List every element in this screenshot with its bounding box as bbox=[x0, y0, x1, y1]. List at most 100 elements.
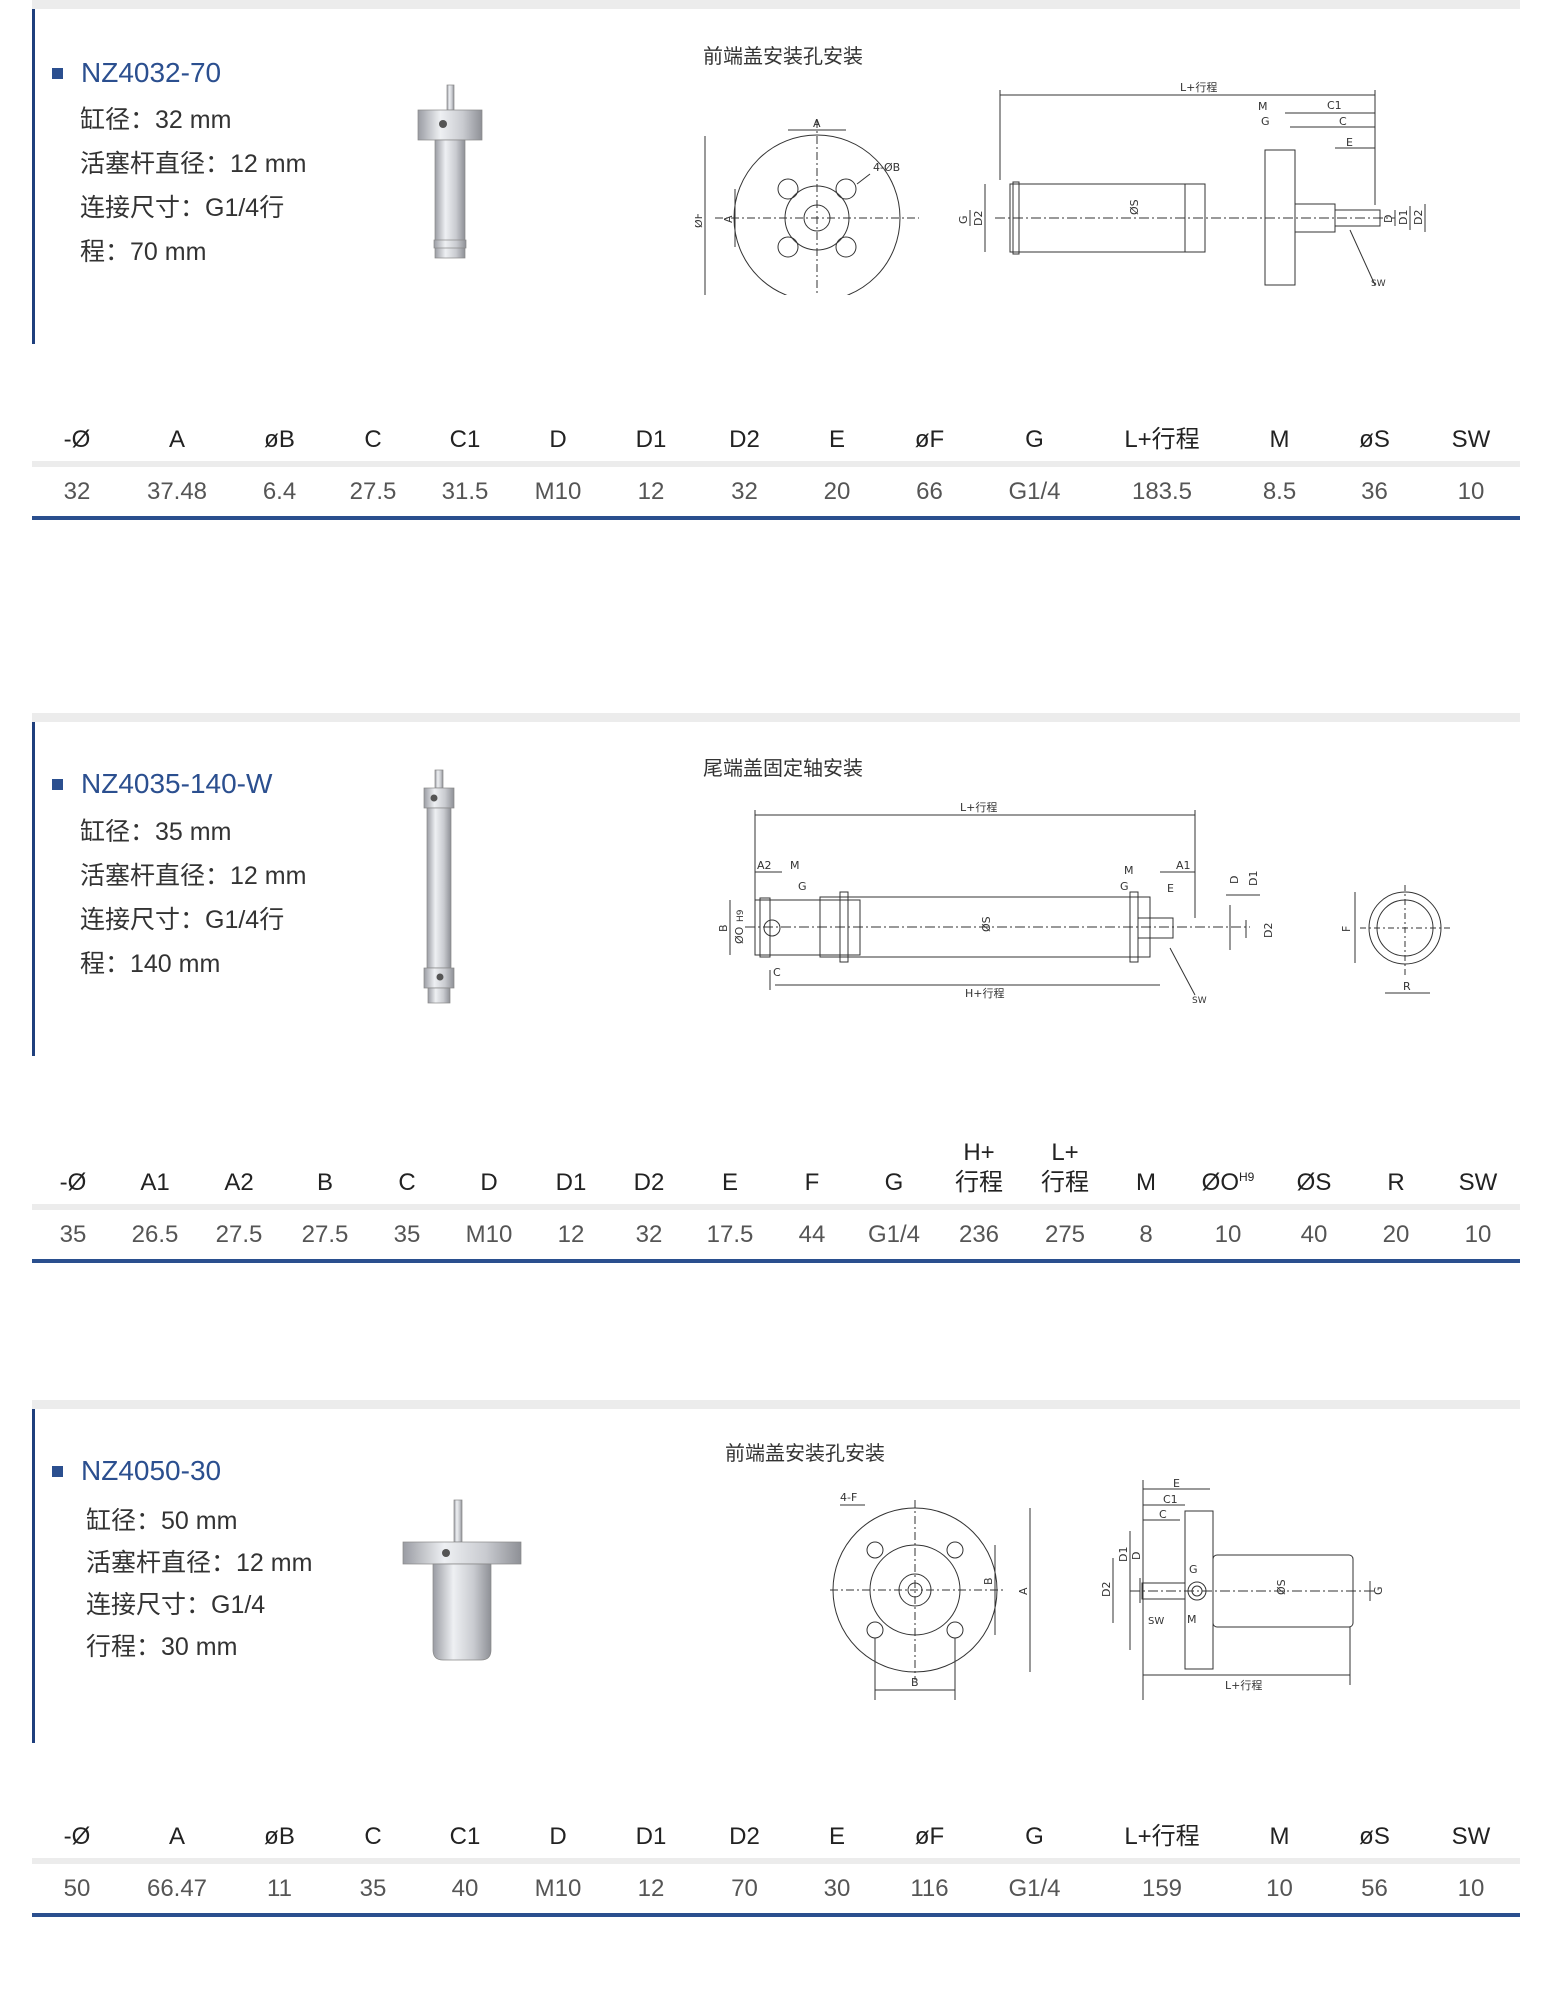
dim-label: ØO bbox=[733, 926, 746, 944]
col-header: -Ø bbox=[59, 1169, 87, 1196]
dim-label: 4-F bbox=[840, 1491, 857, 1504]
superscript: H9 bbox=[1239, 1170, 1255, 1184]
bullet-square bbox=[52, 67, 63, 79]
col-header: C bbox=[398, 1169, 416, 1196]
dim-label: C bbox=[1339, 115, 1347, 128]
col-header: M bbox=[1136, 1169, 1156, 1196]
section-divider bbox=[32, 713, 1520, 722]
col-header: A bbox=[168, 1823, 185, 1850]
table-cell: 20 bbox=[1356, 1204, 1436, 1263]
dim-label: C bbox=[773, 966, 781, 979]
dim-label: A bbox=[813, 117, 821, 130]
dimension-table: -Ø A øB C C1 D D1 D2 E øF G L+行程 M øS SW… bbox=[32, 1822, 1520, 1917]
col-header: -Ø bbox=[63, 1823, 91, 1850]
dim-label: D2 bbox=[1100, 1582, 1113, 1597]
col-header: ØOH9 bbox=[1201, 1169, 1255, 1196]
table-cell: 275 bbox=[1022, 1204, 1108, 1263]
dim-label: G bbox=[1120, 880, 1129, 893]
col-header: øS bbox=[1359, 426, 1390, 453]
col-header: A bbox=[168, 426, 185, 453]
dim-label: D2 bbox=[1262, 923, 1275, 938]
table-cell: 20 bbox=[792, 461, 882, 520]
col-header: -Ø bbox=[63, 426, 91, 453]
spec-line: 缸径：35 mm bbox=[80, 818, 232, 846]
dim-label: A bbox=[722, 215, 735, 223]
spec-line: 连接尺寸：G1/4 bbox=[86, 1591, 266, 1619]
dim-label: M bbox=[1187, 1613, 1197, 1626]
dim-label: G bbox=[957, 215, 970, 224]
table-cell: 36 bbox=[1327, 461, 1422, 520]
col-header: C bbox=[364, 1823, 382, 1850]
dim-label: D2 bbox=[1412, 210, 1425, 225]
dim-label: L+行程 bbox=[960, 801, 997, 814]
dim-label: C1 bbox=[1163, 1493, 1178, 1506]
col-header: G bbox=[884, 1169, 904, 1196]
dim-label: M bbox=[790, 859, 800, 872]
table-cell: 10 bbox=[1436, 1204, 1520, 1263]
table-cell: 40 bbox=[1272, 1204, 1356, 1263]
product-specs: 缸径：50 mm 活塞杆直径：12 mm 连接尺寸：G1/4 行程：30 mm bbox=[86, 1500, 312, 1668]
col-header: B bbox=[316, 1169, 333, 1196]
spec-line: 活塞杆直径：12 mm bbox=[80, 862, 307, 890]
dim-label: M bbox=[1124, 864, 1134, 877]
table-cell: 10 bbox=[1422, 461, 1520, 520]
spec-line: 缸径：32 mm bbox=[80, 106, 232, 134]
spec-line: 程：140 mm bbox=[80, 950, 221, 978]
table-cell: 35 bbox=[32, 1204, 114, 1263]
section-accent-line bbox=[32, 1409, 35, 1743]
dim-label: G bbox=[1189, 1563, 1198, 1576]
spec-line: 活塞杆直径：12 mm bbox=[86, 1549, 313, 1577]
table-cell: 12 bbox=[532, 1204, 610, 1263]
spec-line: 行程：30 mm bbox=[86, 1633, 238, 1661]
table-cell: 12 bbox=[605, 1858, 697, 1917]
table-cell: M10 bbox=[446, 1204, 532, 1263]
col-header: SW bbox=[1451, 1823, 1491, 1850]
table-cell: 27.5 bbox=[196, 1204, 282, 1263]
dim-label: D1 bbox=[1247, 871, 1260, 886]
col-header: øF bbox=[914, 1823, 945, 1850]
col-header: D bbox=[480, 1169, 498, 1196]
dimension-table: -Ø A1 A2 B C D D1 D2 E F G H+行程 L+行程 M Ø… bbox=[32, 1138, 1520, 1263]
product-specs: 缸径：32 mm 活塞杆直径：12 mm 连接尺寸：G1/4行 程：70 mm bbox=[80, 98, 306, 274]
col-header: E bbox=[721, 1169, 738, 1196]
col-header: H+行程 bbox=[955, 1139, 1003, 1196]
table-cell: 31.5 bbox=[419, 461, 511, 520]
dim-label: H+行程 bbox=[965, 987, 1005, 1000]
spec-line: 连接尺寸：G1/4行 bbox=[80, 906, 285, 934]
product-title: NZ4050-30 bbox=[52, 1455, 221, 1487]
col-header: D1 bbox=[635, 426, 667, 453]
table-header-row: -Ø A øB C C1 D D1 D2 E øF G L+行程 M øS SW bbox=[32, 425, 1520, 464]
table-cell: 30 bbox=[792, 1858, 882, 1917]
table-cell: 66.47 bbox=[122, 1858, 232, 1917]
col-header: R bbox=[1387, 1169, 1405, 1196]
dim-label: R bbox=[1403, 980, 1411, 993]
dim-label: E bbox=[1346, 136, 1353, 149]
dim-label: G bbox=[798, 880, 807, 893]
technical-drawing: 4-F B A B E C1 C D1 D D2 G ØS G SW M L+行… bbox=[830, 1477, 1385, 1700]
section-accent-line bbox=[32, 9, 35, 344]
table-cell: 8 bbox=[1108, 1204, 1184, 1263]
spec-line: 缸径：50 mm bbox=[86, 1507, 238, 1535]
dim-label: D bbox=[1130, 1552, 1143, 1560]
table-cell: 56 bbox=[1327, 1858, 1422, 1917]
table-header-row: -Ø A1 A2 B C D D1 D2 E F G H+行程 L+行程 M Ø… bbox=[32, 1138, 1520, 1207]
table-cell: 159 bbox=[1092, 1858, 1232, 1917]
dim-label: D bbox=[1228, 876, 1241, 884]
dim-label: C bbox=[1159, 1508, 1167, 1521]
dim-label: ØS bbox=[980, 916, 993, 932]
table-cell: 27.5 bbox=[327, 461, 419, 520]
table-cell: 12 bbox=[605, 461, 697, 520]
table-cell: 50 bbox=[32, 1858, 122, 1917]
cylinder-photo bbox=[423, 769, 455, 1004]
table-cell: M10 bbox=[511, 1858, 605, 1917]
col-header: D1 bbox=[555, 1169, 587, 1196]
col-header: M bbox=[1269, 1823, 1290, 1850]
technical-drawing: A 4-ØB ØF A L+行程 M C1 G C E ØS D2 G D D1… bbox=[695, 81, 1426, 295]
table-cell: G1/4 bbox=[977, 1858, 1092, 1917]
col-header: øS bbox=[1359, 1823, 1390, 1850]
bullet-square bbox=[52, 1465, 63, 1477]
col-header: L+行程 bbox=[1124, 426, 1200, 453]
spec-line: 程：70 mm bbox=[80, 238, 207, 266]
dim-label: G bbox=[1261, 115, 1270, 128]
dim-label: D bbox=[1382, 215, 1395, 223]
